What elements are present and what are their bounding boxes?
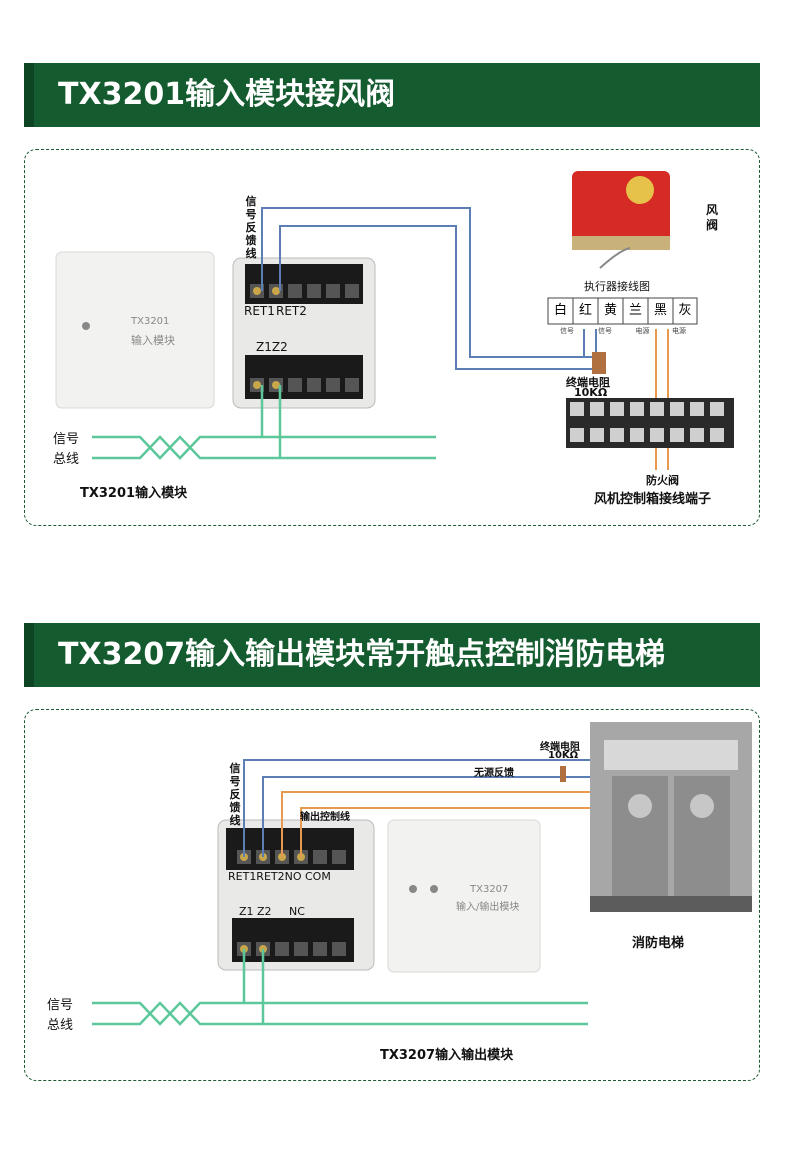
passive-feedback-label: 无源反馈 [474,768,514,779]
section1-banner: TX3201输入模块接风阀 [24,63,760,127]
terminal-resistor-icon-2 [560,766,566,782]
actuator-title: 执行器接线图 [584,280,650,293]
bus-label-1: 信号 [53,432,80,447]
actuator-terminal: 兰 [628,303,642,318]
bus-label-1-2: 信号 [47,998,74,1013]
actuator-sublabel: 电源 [635,327,650,335]
terminal-row-labels: RET1RET2NO COM [228,870,331,883]
actuator-sublabel-row: 信号 信号 电源 电源 [548,326,697,336]
signal-feedback-wires-2 [243,759,594,857]
actuator-sublabel: 电源 [672,327,686,335]
actuator-terminal-strip [547,297,698,325]
module-face-text: TX3201 [131,316,170,327]
terminal-ret2: RET2 [276,304,307,318]
actuator-terminal: 黄 [603,303,617,318]
module-face-name: 输入模块 [131,334,175,347]
tx3207-module-faceplate [387,819,541,973]
output-control-wires [281,791,594,857]
feedback-label-2: 信号反馈线 [229,762,241,827]
actuator-terminal: 黑 [653,303,667,318]
terminal-nc: NC [289,905,305,918]
section1-title: TX3201输入模块接风阀 [58,77,396,112]
fan-box-terminal-strip [566,398,734,470]
resistor-label-2: 10KΩ [574,386,608,399]
bus-label-2-2: 总线 [47,1018,74,1033]
elevator-label: 消防电梯 [632,936,685,951]
actuator-terminal-row: 白 红 黄 兰 黑 灰 [548,298,697,324]
section2-banner: TX3207输入输出模块常开触点控制消防电梯 [24,623,760,687]
section2-title: TX3207输入输出模块常开触点控制消防电梯 [58,637,666,672]
fire-elevator-icon [590,722,752,912]
fan-box-caption: 风机控制箱接线端子 [594,492,712,507]
module-face-text-2: TX3207 [470,884,509,895]
damper-actuator-icon [572,171,670,269]
tx3201-terminal-block [232,257,376,409]
resistor-label-1: 终端电阻 [566,376,610,389]
section2-panel [24,709,760,1081]
banner-accent [24,623,34,687]
resistor-label-2-2: 10KΩ [548,750,579,761]
fire-damper-label: 防火阀 [646,474,679,487]
actuator-terminal: 灰 [678,303,692,318]
terminal-ret1: RET1 [244,304,275,318]
terminal-z2: Z2 [257,905,272,918]
module-caption: TX3201输入模块 [80,486,188,501]
module-face-name-2: 输入/输出模块 [456,902,520,913]
bus-label-2: 总线 [53,452,80,467]
actuator-terminal: 红 [578,303,592,318]
terminal-z1z2: Z1Z2 [256,340,288,354]
actuator-sublabel: 信号 [560,327,574,335]
module-led-icon [82,322,90,330]
feedback-label: 信号反馈线 [245,195,257,260]
actuator-sublabel: 信号 [598,327,612,335]
actuator-terminal: 白 [553,303,567,318]
section1-panel [24,149,760,526]
damper-label: 风阀 [706,203,719,232]
tx3201-module-faceplate [55,251,215,409]
signal-bus-wires-2 [92,949,588,1026]
banner-accent [24,63,34,127]
resistor-label-1-2: 终端电阻 [540,742,580,753]
module-led-icon [430,885,438,893]
module-caption-2: TX3207输入输出模块 [380,1048,514,1063]
signal-bus-wires [92,385,436,460]
terminal-resistor-icon [592,352,606,374]
output-control-label: 输出控制线 [300,812,350,823]
terminal-z1: Z1 [239,905,254,918]
module-led-icon [409,885,417,893]
